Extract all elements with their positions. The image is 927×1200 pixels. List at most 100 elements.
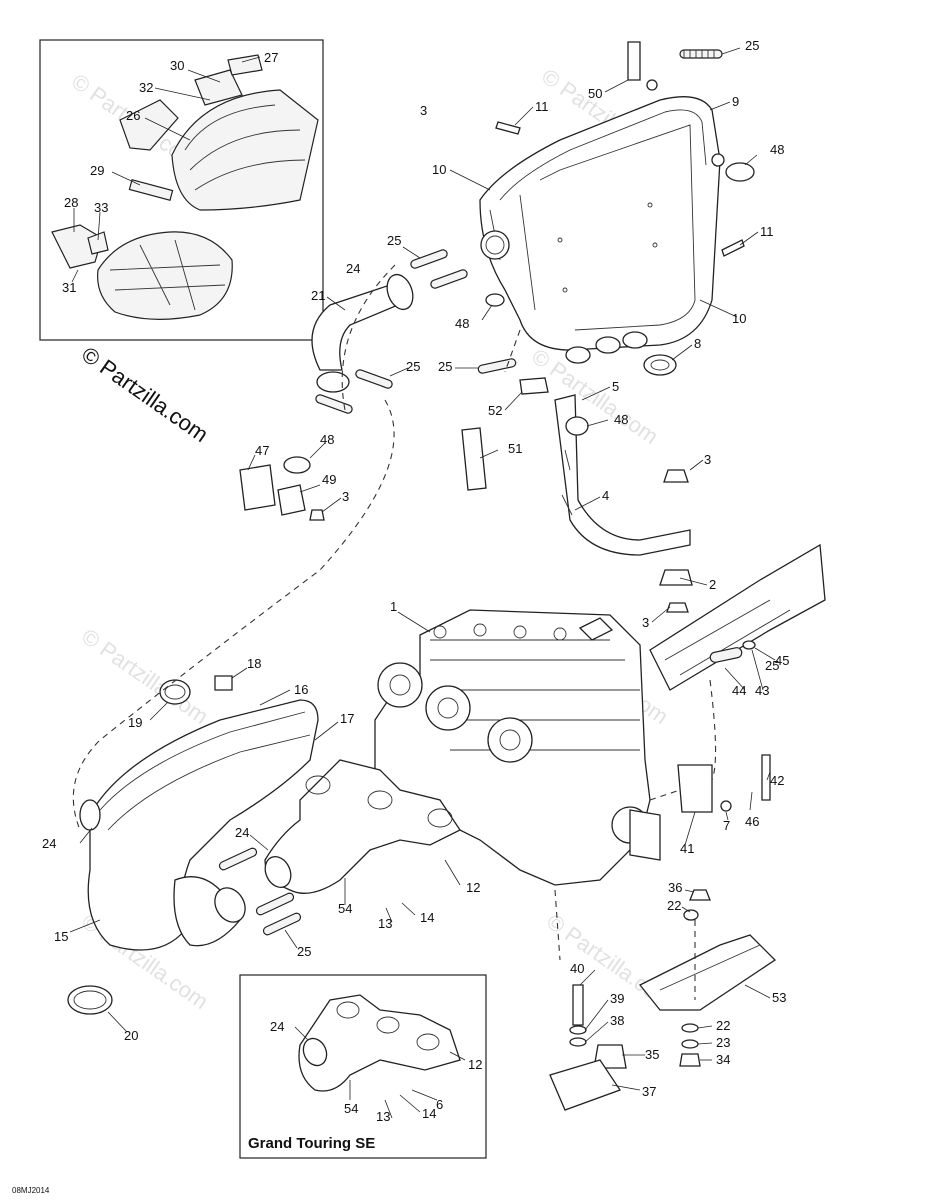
callout: 44 — [732, 683, 746, 698]
callout: 36 — [668, 880, 682, 895]
tuned-pipe — [79, 699, 319, 951]
callout: 51 — [508, 441, 522, 456]
callout: 8 — [694, 336, 701, 351]
callout: 48 — [320, 432, 334, 447]
callout: 1 — [390, 599, 397, 614]
callout: 25 — [387, 233, 401, 248]
callout: 5 — [612, 379, 619, 394]
callout: 16 — [294, 682, 308, 697]
left-bracket — [239, 456, 325, 521]
callout: 49 — [322, 472, 336, 487]
inset-box-top — [39, 39, 324, 341]
callout: 13 — [378, 916, 392, 931]
callout: 27 — [264, 50, 278, 65]
callout: 41 — [680, 841, 694, 856]
callout: 19 — [128, 715, 142, 730]
brand-label: © Partzilla.com — [77, 342, 213, 448]
callout: 48 — [614, 412, 628, 427]
watermark: © Partzilla.com — [527, 344, 663, 450]
callout: 9 — [732, 94, 739, 109]
callout: 25 — [438, 359, 452, 374]
callout: 39 — [610, 991, 624, 1006]
engine-support — [549, 889, 777, 1111]
inset-box-bottom — [239, 974, 487, 1159]
callout: 13 — [376, 1109, 390, 1124]
muffler-hardware — [485, 41, 755, 376]
callout: 25 — [297, 944, 311, 959]
callout: 37 — [642, 1084, 656, 1099]
exhaust-tube — [311, 273, 414, 393]
inset-leaders — [71, 56, 261, 283]
callout: 10 — [432, 162, 446, 177]
callout: 21 — [311, 288, 325, 303]
callout: 25 — [745, 38, 759, 53]
callout: 20 — [124, 1028, 138, 1043]
callout: 17 — [340, 711, 354, 726]
callout: 45 — [775, 653, 789, 668]
callout: 12 — [466, 880, 480, 895]
callout: 3 — [420, 103, 427, 118]
callout: 4 — [602, 488, 609, 503]
callout: 24 — [346, 261, 360, 276]
callout: 54 — [344, 1101, 358, 1116]
callout: 42 — [770, 773, 784, 788]
callout-numbers: 1 2 3 3 3 3 4 5 6 7 8 9 10 10 11 11 12 1… — [42, 38, 789, 1124]
callout: 24 — [42, 836, 56, 851]
callout: 24 — [235, 825, 249, 840]
frame-rail — [649, 543, 826, 691]
callout: 46 — [745, 814, 759, 829]
callout: 3 — [704, 452, 711, 467]
inset-manifold — [294, 994, 466, 1119]
engine — [374, 609, 661, 886]
callout: 47 — [255, 443, 269, 458]
muffler — [479, 96, 725, 364]
callout: 12 — [468, 1057, 482, 1072]
exhaust-manifold — [264, 759, 461, 894]
callout: 3 — [342, 489, 349, 504]
muffler-cover-assembly — [51, 54, 319, 320]
callout: 22 — [667, 898, 681, 913]
callout: 25 — [765, 658, 779, 673]
callout: 22 — [716, 1018, 730, 1033]
callout: 18 — [247, 656, 261, 671]
inset-title: Grand Touring SE — [248, 1135, 375, 1152]
callout: 50 — [588, 86, 602, 101]
figure-code: 08MJ2014 — [12, 1186, 50, 1195]
callout: 14 — [422, 1106, 436, 1121]
callout: 53 — [772, 990, 786, 1005]
callout: 11 — [760, 224, 774, 239]
callout: 25 — [406, 359, 420, 374]
callout: 24 — [270, 1019, 284, 1034]
callout: 40 — [570, 961, 584, 976]
callout: 15 — [54, 929, 68, 944]
callout: 32 — [139, 80, 153, 95]
manifold-springs — [218, 847, 302, 936]
engine-plate — [677, 754, 771, 813]
callout: 31 — [62, 280, 76, 295]
callout: 7 — [723, 818, 730, 833]
callout: 30 — [170, 58, 184, 73]
callout: 43 — [755, 683, 769, 698]
callout: 35 — [645, 1047, 659, 1062]
callout: 10 — [732, 311, 746, 326]
muffler-bracket — [315, 249, 693, 613]
callout: 52 — [488, 403, 502, 418]
callout: 3 — [642, 615, 649, 630]
callout: 14 — [420, 910, 434, 925]
callout: 2 — [709, 577, 716, 592]
dashed-guides — [72, 264, 717, 1000]
callout: 34 — [716, 1052, 730, 1067]
callout: 23 — [716, 1035, 730, 1050]
callout: 54 — [338, 901, 352, 916]
callout: 11 — [535, 99, 549, 114]
clamps — [67, 675, 233, 1015]
callout: 38 — [610, 1013, 624, 1028]
callout: 28 — [64, 195, 78, 210]
leader-lines — [69, 47, 776, 1091]
callout: 33 — [94, 200, 108, 215]
watermark: © Partzilla.com — [77, 624, 213, 730]
callout: 29 — [90, 163, 104, 178]
callout: 48 — [770, 142, 784, 157]
callout: 6 — [436, 1097, 443, 1112]
